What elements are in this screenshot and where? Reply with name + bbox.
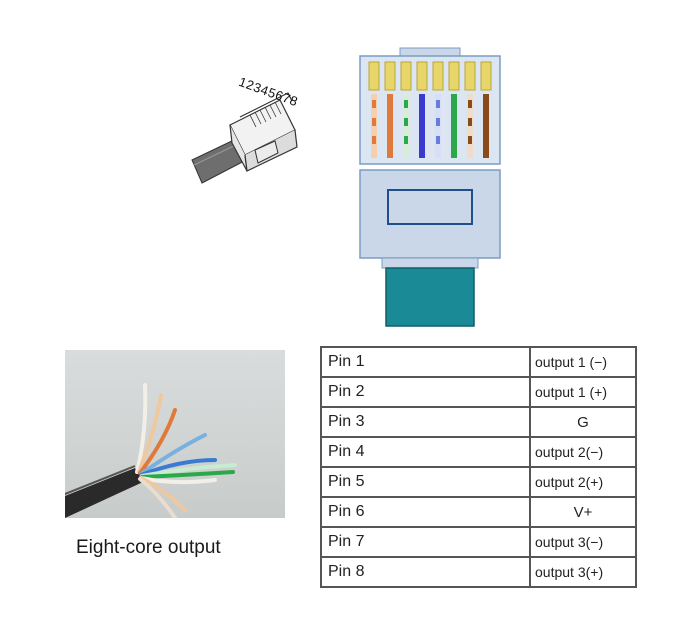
gold-contacts xyxy=(368,61,492,91)
rj45-plug-sketch xyxy=(191,92,298,184)
photo-caption: Eight-core output xyxy=(76,537,221,558)
pin-label: Pin 6 xyxy=(320,496,531,528)
signal-label: output 2(+) xyxy=(529,466,637,498)
signal-label: output 3(+) xyxy=(529,556,637,588)
pin-label: Pin 7 xyxy=(320,526,531,558)
signal-label: output 3(−) xyxy=(529,526,637,558)
signal-label: V+ xyxy=(529,496,637,528)
pin-label: Pin 3 xyxy=(320,406,531,438)
wire-bundle xyxy=(371,94,489,158)
pin-label: Pin 8 xyxy=(320,556,531,588)
signal-label: output 1 (+) xyxy=(529,376,637,408)
signal-label: output 2(−) xyxy=(529,436,637,468)
rj45-connector-diagram xyxy=(359,47,501,327)
pin-label: Pin 1 xyxy=(320,346,531,378)
signal-label: G xyxy=(529,406,637,438)
pin-label: Pin 4 xyxy=(320,436,531,468)
pin-label: Pin 2 xyxy=(320,376,531,408)
pin-label: Pin 5 xyxy=(320,466,531,498)
cable-photo xyxy=(65,350,285,518)
eight-core-cable-image xyxy=(65,383,237,518)
signal-label: output 1 (−) xyxy=(529,346,637,378)
